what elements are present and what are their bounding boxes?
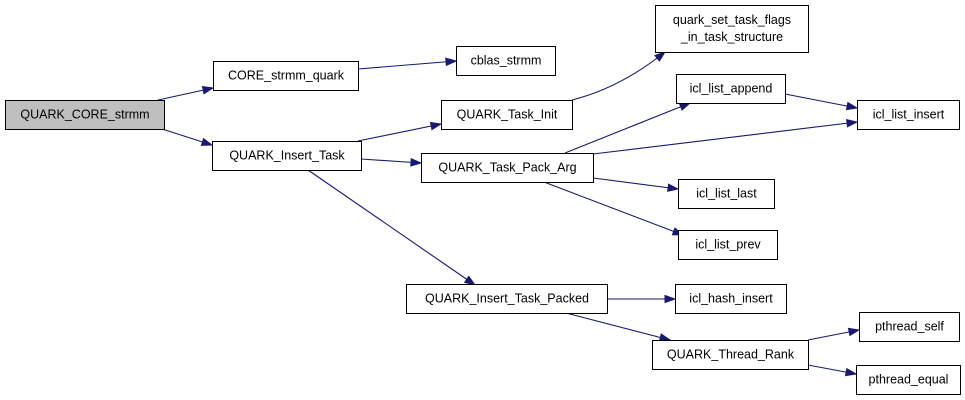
arrowhead-n0-n1 [201,86,215,95]
edge-n6-n9 [592,177,680,192]
node-n13[interactable]: QUARK_Thread_Rank [652,340,809,370]
node-box [213,61,359,91]
node-n0[interactable]: QUARK_CORE_strmm [5,100,165,130]
node-box [856,365,961,395]
node-box [652,340,809,370]
arrowhead-n7-n8 [845,101,859,111]
edge-n0-n1 [157,86,215,101]
edge-line-n6-n9 [592,177,679,190]
node-label: QUARK_CORE_strmm [20,108,149,122]
edge-n6-n8 [592,118,859,155]
node-label: icl_hash_insert [689,292,773,306]
node-box [655,5,809,53]
node-n2[interactable]: cblas_strmm [456,46,556,76]
node-box [859,312,960,342]
node-box [456,46,556,76]
arrowhead-n4-n5 [654,51,667,62]
edge-line-n6-n8 [592,121,858,155]
node-n10[interactable]: icl_list_prev [678,230,778,260]
edge-line-n7-n8 [784,93,858,109]
edge-line-n11-n13 [565,312,671,341]
node-box [441,100,573,130]
node-label: icl_list_append [690,82,773,96]
node-label: CORE_strmm_quark [228,69,345,83]
arrowhead-n6-n8 [846,118,859,128]
node-n4[interactable]: QUARK_Task_Init [441,100,573,130]
arrowhead-n13-n14 [847,327,861,337]
node-box [678,230,778,260]
arrowhead-n6-n7 [678,102,692,111]
edge-n0-n3 [161,128,214,146]
arrowhead-n6-n9 [667,183,680,192]
node-box [678,179,775,209]
node-label: pthread_equal [869,373,949,387]
edge-line-n3-n4 [357,123,442,142]
node-label: cblas_strmm [471,54,542,68]
node-label: QUARK_Insert_Task_Packed [425,292,589,306]
edge-n11-n13 [565,312,672,342]
arrowhead-n0-n3 [200,137,214,146]
arrowhead-n13-n15 [844,367,858,377]
node-box [212,141,362,171]
edge-line-n6-n7 [564,102,691,154]
node-box [5,100,165,130]
node-box [675,284,787,314]
edge-n3-n11 [307,169,477,286]
arrowhead-n3-n11 [463,275,477,286]
node-label: QUARK_Task_Init [457,108,558,122]
node-label: icl_list_prev [695,238,761,252]
edge-line-n6-n10 [543,181,684,236]
node-n9[interactable]: icl_list_last [678,179,775,209]
node-label: QUARK_Insert_Task [229,149,345,163]
node-label: icl_list_insert [873,108,945,122]
edge-line-n4-n5 [571,51,666,101]
node-box [421,153,594,183]
nodes-layer: QUARK_CORE_strmm CORE_strmm_quark cblas_st… [5,5,961,395]
edge-n3-n4 [357,121,443,142]
edge-n6-n7 [564,102,692,154]
edge-line-n1-n2 [357,60,457,70]
node-n11[interactable]: QUARK_Insert_Task_Packed [406,284,608,314]
node-n1[interactable]: CORE_strmm_quark [213,61,359,91]
edge-n7-n8 [784,93,859,111]
node-label: _in_task_structure [680,30,783,44]
node-label: icl_list_last [696,187,757,201]
node-n6[interactable]: QUARK_Task_Pack_Arg [421,153,594,183]
arrowhead-n11-n13 [658,333,672,342]
node-n5[interactable]: quark_set_task_flags _in_task_structure [655,5,809,53]
node-n8[interactable]: icl_list_insert [857,100,960,130]
node-box [406,284,608,314]
node-box [676,74,786,104]
edge-n6-n10 [543,181,685,236]
node-label: QUARK_Task_Pack_Arg [438,161,576,175]
node-label: quark_set_task_flags [673,13,791,27]
node-n15[interactable]: pthread_equal [856,365,961,395]
node-box [857,100,960,130]
edges-layer [157,51,861,377]
node-label: pthread_self [875,320,944,334]
arrowhead-n3-n4 [429,121,443,131]
arrowhead-n1-n2 [445,57,458,67]
node-n14[interactable]: pthread_self [859,312,960,342]
edge-line-n3-n11 [307,169,476,286]
edge-n3-n6 [360,157,423,167]
edge-n13-n14 [807,327,861,341]
arrowhead-n11-n12 [664,294,677,304]
node-n7[interactable]: icl_list_append [676,74,786,104]
edge-n4-n5 [571,51,667,101]
node-n3[interactable]: QUARK_Insert_Task [212,141,362,171]
edge-n13-n15 [807,364,858,377]
edge-n11-n12 [607,294,677,304]
arrowhead-n3-n6 [410,157,423,167]
node-label: QUARK_Thread_Rank [667,348,795,362]
edge-n1-n2 [357,57,458,70]
node-n12[interactable]: icl_hash_insert [675,284,787,314]
